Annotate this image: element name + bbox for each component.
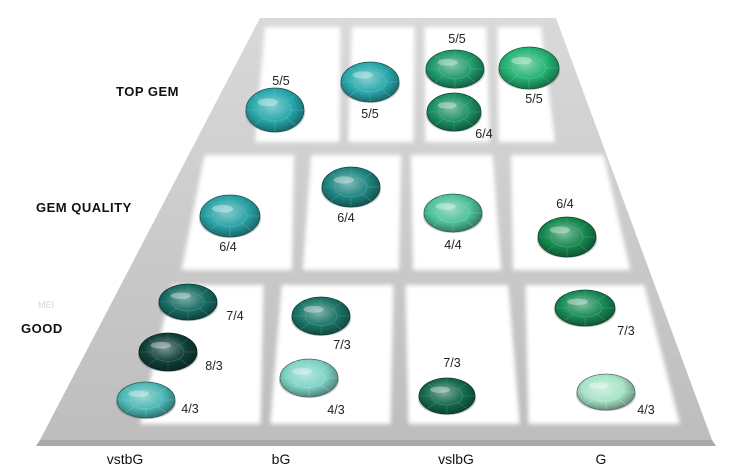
row-label-good: GOOD — [21, 321, 63, 336]
gem-stone — [423, 193, 483, 234]
grid-cell — [140, 285, 264, 424]
gem-stone — [279, 358, 339, 399]
gem-stone — [554, 289, 616, 328]
gem-grade-label: 8/3 — [205, 359, 223, 373]
gem-stone — [418, 377, 476, 416]
gem-stone — [291, 296, 351, 337]
board-edge — [36, 440, 716, 446]
column-label-bg: bG — [271, 451, 291, 467]
column-label-g: G — [595, 451, 607, 467]
gem-stone — [537, 216, 597, 258]
row-label-top-gem: TOP GEM — [116, 84, 179, 99]
gem-grade-label: 6/4 — [219, 240, 237, 254]
faint-label: MEI — [38, 300, 55, 310]
column-label-vstbg: vstbG — [106, 451, 144, 467]
gem-stone — [116, 381, 176, 420]
gem-grade-label: 7/3 — [617, 324, 635, 338]
gem-stone — [199, 194, 261, 238]
gem-stone — [426, 92, 482, 133]
gem-grade-label: 4/3 — [637, 403, 655, 417]
gem-grade-label: 5/5 — [525, 92, 543, 106]
gem-stone — [321, 166, 381, 208]
gem-grade-label: 5/5 — [448, 32, 466, 46]
gem-stone — [138, 332, 198, 373]
gem-stone — [245, 87, 305, 133]
row-label-gem-quality: GEM QUALITY — [36, 200, 132, 215]
gem-grade-label: 6/4 — [556, 197, 574, 211]
gem-grade-label: 7/3 — [333, 338, 351, 352]
gem-layer — [116, 46, 636, 420]
gem-stone — [158, 283, 218, 322]
column-label-vslbg: vslbG — [438, 451, 474, 467]
gem-grade-label: 4/4 — [444, 238, 462, 252]
gem-stone — [576, 373, 636, 412]
gem-stone — [498, 46, 560, 90]
gem-grade-label: 7/3 — [443, 356, 461, 370]
gem-stone — [425, 49, 485, 90]
gem-grade-label: 6/4 — [475, 127, 493, 141]
gem-grade-label: 7/4 — [226, 309, 244, 323]
gem-grade-label: 6/4 — [337, 211, 355, 225]
gem-grade-label: 5/5 — [272, 74, 290, 88]
gem-grade-label: 4/3 — [181, 402, 199, 416]
gem-grade-label: 4/3 — [327, 403, 345, 417]
gem-grade-label: 5/5 — [361, 107, 379, 121]
gem-stone — [340, 61, 400, 103]
